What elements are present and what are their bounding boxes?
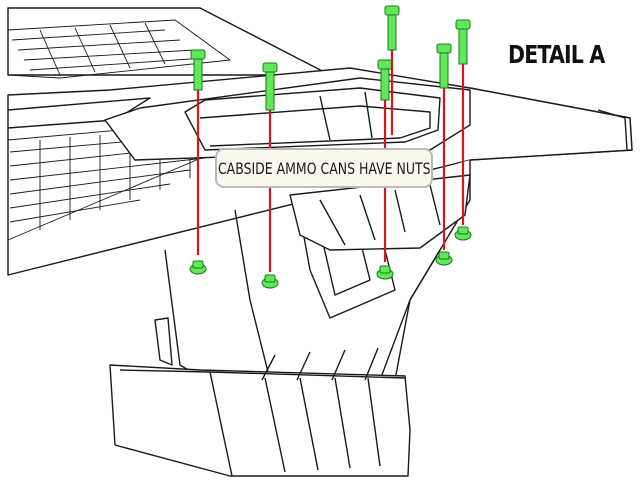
detail-title: DETAIL A xyxy=(508,40,605,69)
bolt-head xyxy=(377,59,393,70)
bolt-head xyxy=(455,19,471,30)
bolt-shaft xyxy=(387,13,397,51)
callout-label: CABSIDE AMMO CANS HAVE NUTS xyxy=(215,148,433,188)
bolt-shaft xyxy=(458,27,468,65)
nut-hex xyxy=(457,226,469,235)
base-ribs xyxy=(261,347,381,473)
panel-structure xyxy=(7,7,633,477)
fasteners xyxy=(189,5,472,289)
bolt-shaft xyxy=(193,57,203,91)
grille-upper xyxy=(7,19,231,79)
bolt-shaft xyxy=(439,51,449,89)
nut-hex xyxy=(438,251,450,260)
nut-hex xyxy=(192,260,204,269)
bolt-shaft xyxy=(380,67,390,101)
bolt-head xyxy=(262,62,278,73)
bolt-head xyxy=(190,49,206,60)
bolt-head xyxy=(384,5,400,16)
callout-text: CABSIDE AMMO CANS HAVE NUTS xyxy=(217,158,431,178)
nut-hex xyxy=(264,274,276,283)
bolt-head xyxy=(436,43,452,54)
bolt-shaft xyxy=(265,70,275,111)
nut-hex xyxy=(379,265,391,274)
